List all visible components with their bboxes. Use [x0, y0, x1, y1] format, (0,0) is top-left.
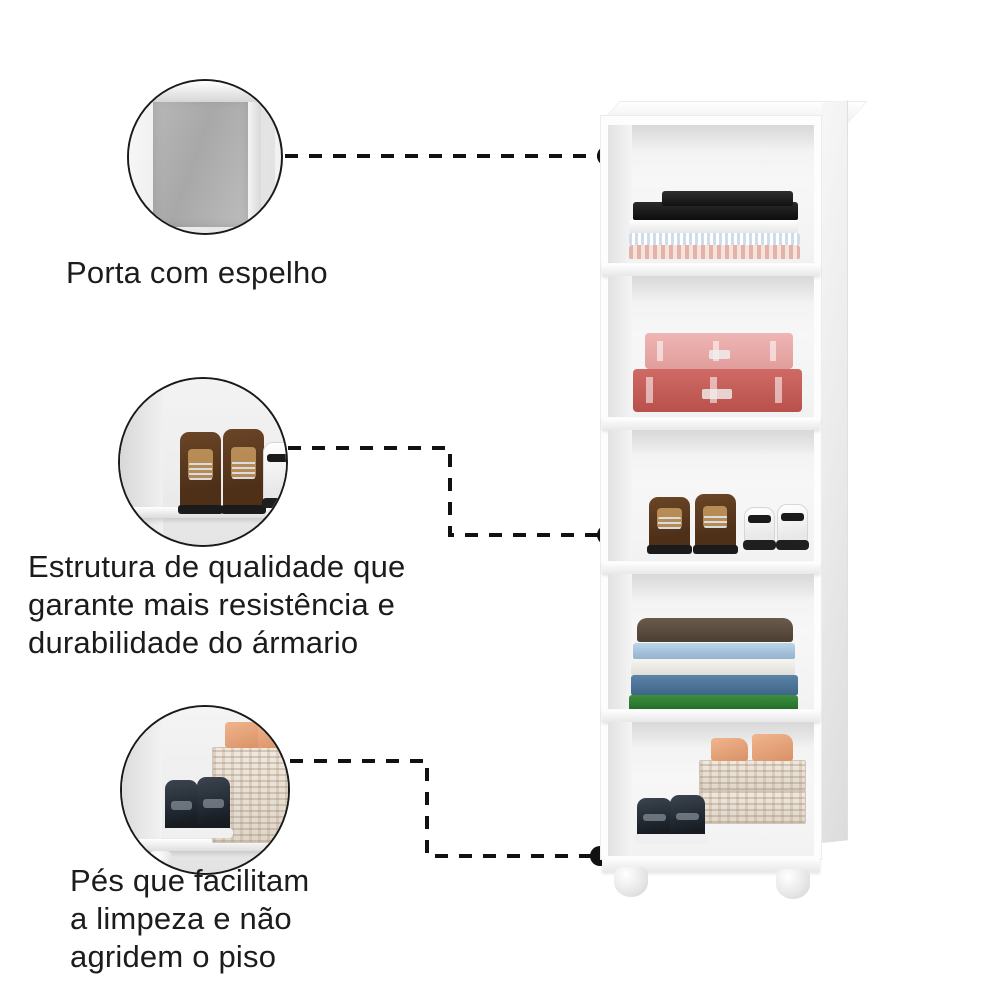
mirror-glass-panel — [153, 99, 248, 227]
connector-path-structure-quality — [288, 446, 600, 537]
item-camisa-branca — [628, 220, 798, 233]
thumb-boot-right — [220, 428, 267, 515]
item-blusa-verde — [628, 694, 798, 711]
caption-structure-quality: Estrutura de qualidade que garante mais … — [28, 549, 406, 660]
thumb-left-wall — [120, 379, 164, 545]
shelf-board-5-base — [602, 856, 820, 872]
caption-mirror-door: Porta com espelho — [66, 255, 328, 290]
item-mala-rosa-clara — [645, 333, 794, 369]
shelf-5-bottom-shoe-nook — [608, 722, 814, 858]
shelf-4-folded-clothes — [608, 574, 814, 711]
connector-path-feet-floor-friendly — [290, 759, 594, 858]
item-bota-marrom-direita — [692, 493, 738, 554]
item-calca-jeans-azul — [630, 675, 798, 695]
callout-thumb-structure-quality — [118, 377, 288, 547]
thumb-dark-sneaker-left — [162, 780, 202, 839]
item-camisa-xadrez-preta — [632, 202, 798, 221]
callout-thumb-feet-floor-friendly — [120, 705, 290, 875]
item-caixa-palha-2 — [698, 790, 806, 824]
mirror-door-edge — [247, 90, 262, 230]
cabinet-side-panel — [822, 100, 848, 844]
item-tenis-escuro-esquerdo — [633, 798, 675, 844]
item-sandalia-salto-1 — [711, 738, 749, 762]
item-tenis-branco-esquerdo — [742, 507, 776, 551]
shelf-1-folded-shirts — [608, 125, 814, 265]
shelf-board-2 — [602, 417, 820, 430]
shelf-3-shoes — [608, 430, 814, 563]
item-tenis-escuro-direito — [666, 795, 708, 844]
item-camisa-xadrez-preta-2 — [661, 190, 794, 207]
thumb-dark-sneaker-right — [193, 776, 233, 839]
item-blusa-azul-clara — [632, 642, 796, 659]
item-camisa-listrada-azul — [628, 232, 800, 246]
item-blusa-branca — [630, 658, 796, 676]
item-blusa-marrom — [636, 617, 794, 643]
product-image-cabinet — [590, 95, 868, 899]
item-camisa-xadrez-rosa — [628, 245, 800, 260]
caption-feet-floor-friendly: Pés que facilitam a limpeza e não agride… — [70, 863, 310, 974]
thumb-sneaker-white — [261, 442, 286, 509]
cabinet-foot-left — [614, 867, 648, 897]
thumb-boot-left — [177, 432, 224, 515]
item-tenis-branco-direito — [775, 504, 809, 551]
mirror-top-shadow — [129, 81, 281, 103]
item-bota-marrom-esquerda — [647, 496, 693, 554]
shelf-board-4 — [602, 709, 820, 722]
item-sandalia-salto-2 — [752, 734, 794, 762]
thumb-cabinet-foot — [148, 851, 172, 870]
thumb-sandal — [224, 721, 262, 749]
cabinet-foot-right — [776, 869, 810, 899]
item-mala-vermelha — [632, 368, 802, 412]
shelf-board-1 — [602, 263, 820, 276]
thumb-sandal-2 — [258, 718, 288, 749]
callout-thumb-mirror-door — [127, 79, 283, 235]
shelf-board-3 — [602, 561, 820, 574]
shelf-2-suitcases — [608, 276, 814, 419]
item-caixa-palha-1 — [698, 760, 806, 792]
